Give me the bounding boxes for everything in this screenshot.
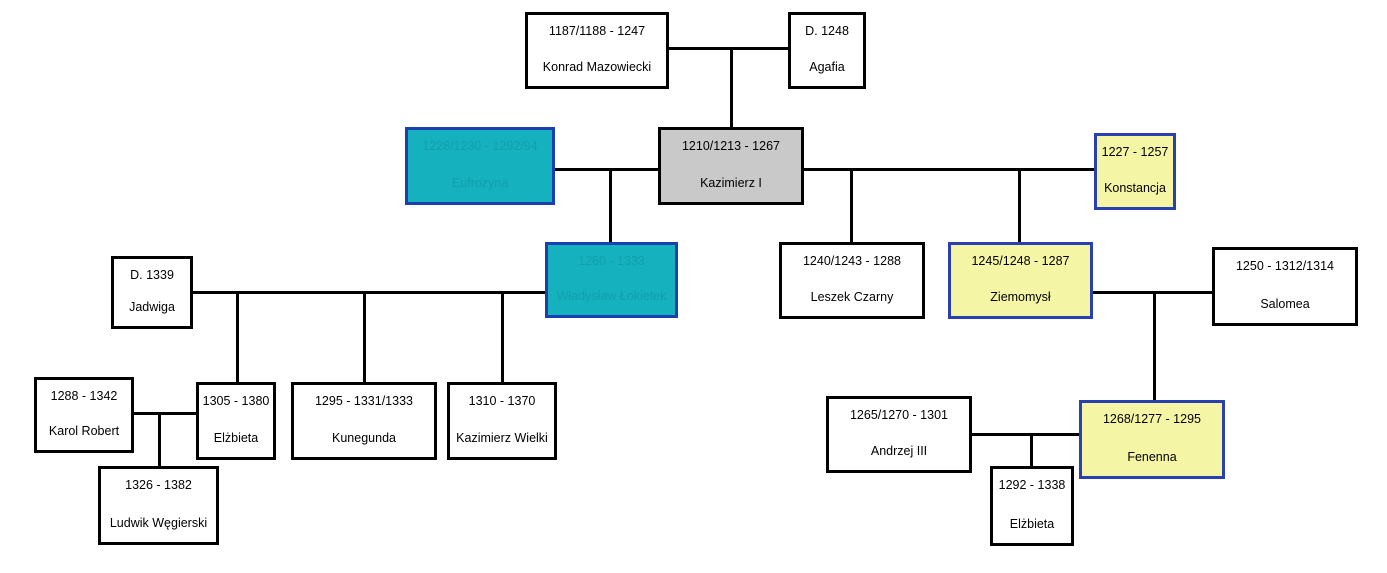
person-name: Fenenna xyxy=(1127,450,1177,464)
person-box-konrad-mazowiecki: 1187/1188 - 1247 Konrad Mazowiecki xyxy=(525,12,669,89)
person-dates: 1310 - 1370 xyxy=(468,394,536,408)
person-box-leszek-czarny: 1240/1243 - 1288 Leszek Czarny xyxy=(779,242,925,319)
person-box-salomea: 1250 - 1312/1314 Salomea xyxy=(1212,247,1358,326)
person-box-ziemomysl: 1245/1248 - 1287 Ziemomysł xyxy=(948,242,1093,319)
person-dates: 1250 - 1312/1314 xyxy=(1235,259,1334,273)
person-name: Konstancja xyxy=(1104,181,1166,195)
person-box-jadwiga: D. 1339 Jadwiga xyxy=(111,256,193,329)
marriage-line-kazimierz-konstancja xyxy=(803,168,1095,171)
person-dates: 1292 - 1338 xyxy=(998,478,1066,492)
person-box-ludwik-wegierski: 1326 - 1382 Ludwik Węgierski xyxy=(98,466,219,545)
person-box-kunegunda: 1295 - 1331/1333 Kunegunda xyxy=(291,382,437,460)
person-name: Kunegunda xyxy=(332,431,396,445)
person-dates: 1268/1277 - 1295 xyxy=(1102,412,1201,426)
person-dates: 1295 - 1331/1333 xyxy=(314,394,413,408)
person-name: Agafia xyxy=(809,60,845,74)
descent-line-ziemomysl xyxy=(1018,168,1021,242)
person-box-wladyslaw-lokietek: 1260 - 1333 Władysław Łokietek xyxy=(545,242,678,318)
person-box-elzbieta: 1305 - 1380 Elżbieta xyxy=(196,382,276,460)
person-name: Elżbieta xyxy=(213,431,259,445)
person-dates: 1228/1230 - 1292/94 xyxy=(422,139,538,153)
person-dates: 1227 - 1257 xyxy=(1101,145,1169,159)
descent-line-kazimierz-eufrozyna xyxy=(609,168,612,242)
marriage-line-karol-elzbieta xyxy=(132,412,198,415)
person-box-andrzej-iii: 1265/1270 - 1301 Andrzej III xyxy=(826,396,972,473)
person-dates: 1210/1213 - 1267 xyxy=(681,139,780,153)
descent-line-kazimierz-wielki xyxy=(501,291,504,383)
person-name: Kazimierz Wielki xyxy=(456,431,548,445)
person-dates: 1245/1248 - 1287 xyxy=(971,254,1070,268)
person-box-karol-robert: 1288 - 1342 Karol Robert xyxy=(34,377,134,453)
person-dates: D. 1339 xyxy=(130,268,174,282)
marriage-line-andrzej-fenenna xyxy=(971,433,1081,436)
descent-line-leszek xyxy=(850,168,853,242)
marriage-line-wladyslaw-jadwiga xyxy=(192,291,546,294)
person-box-agafia: D. 1248 Agafia xyxy=(788,12,866,89)
person-dates: 1265/1270 - 1301 xyxy=(849,408,948,422)
person-dates: 1326 - 1382 xyxy=(125,478,192,492)
person-name: Jadwiga xyxy=(129,300,175,314)
person-dates: 1305 - 1380 xyxy=(202,394,270,408)
descent-line-elzbieta1 xyxy=(236,291,239,383)
person-name: Karol Robert xyxy=(48,424,120,438)
descent-line-kunegunda xyxy=(363,291,366,383)
person-name: Władysław Łokietek xyxy=(556,289,667,303)
person-box-kazimierz-i: 1210/1213 - 1267 Kazimierz I xyxy=(658,127,804,205)
person-name: Ludwik Węgierski xyxy=(109,516,208,530)
person-name: Konrad Mazowiecki xyxy=(542,60,652,74)
person-dates: 1260 - 1333 xyxy=(578,254,645,268)
person-name: Eufrozyna xyxy=(451,176,509,190)
person-name: Elżbieta xyxy=(1009,517,1055,531)
person-box-kazimierz-wielki: 1310 - 1370 Kazimierz Wielki xyxy=(447,382,557,460)
person-box-konstancja: 1227 - 1257 Konstancja xyxy=(1094,133,1176,210)
marriage-line-kazimierz-eufrozyna xyxy=(553,168,660,171)
marriage-line-konrad-agafia xyxy=(668,47,790,50)
person-box-elzbieta-2: 1292 - 1338 Elżbieta xyxy=(990,466,1074,546)
person-name: Kazimierz I xyxy=(700,176,762,190)
person-dates: D. 1248 xyxy=(805,24,849,38)
person-dates: 1187/1188 - 1247 xyxy=(548,24,646,38)
person-dates: 1240/1243 - 1288 xyxy=(802,254,901,268)
descent-line-ludwik xyxy=(158,412,161,467)
person-name: Salomea xyxy=(1260,297,1310,311)
person-dates: 1288 - 1342 xyxy=(50,389,118,403)
descent-line-konrad-agafia xyxy=(730,47,733,128)
descent-line-fenenna xyxy=(1153,291,1156,401)
person-box-eufrozyna: 1228/1230 - 1292/94 Eufrozyna xyxy=(405,127,555,205)
person-name: Andrzej III xyxy=(870,444,928,458)
descent-line-elzbieta2 xyxy=(1030,433,1033,467)
person-name: Ziemomysł xyxy=(990,290,1051,304)
person-name: Leszek Czarny xyxy=(810,290,894,304)
person-box-fenenna: 1268/1277 - 1295 Fenenna xyxy=(1079,400,1225,479)
